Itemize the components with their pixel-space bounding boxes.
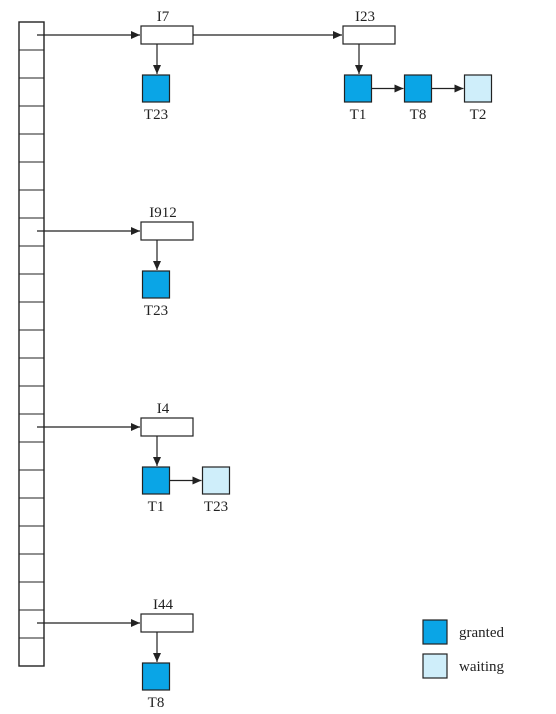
- data-item-label: I912: [149, 205, 177, 221]
- hash-table-column: [18, 21, 45, 667]
- lock-request-waiting: T2: [463, 74, 493, 123]
- lock-request-granted: T23: [141, 74, 171, 123]
- transaction-label: T8: [410, 107, 427, 123]
- data-item-label: I4: [157, 401, 170, 417]
- legend-waiting-swatch: [422, 653, 448, 679]
- transaction-label: T2: [470, 107, 487, 123]
- transaction-label: T23: [144, 303, 168, 319]
- lock-request-granted: T1: [141, 466, 171, 515]
- lock-request-box: [141, 662, 171, 691]
- hash-table: [18, 21, 45, 667]
- lock-request-box: [403, 74, 433, 103]
- data-item-label: I7: [157, 9, 170, 25]
- lock-request-box: [343, 74, 373, 103]
- data-item-header: [140, 417, 194, 437]
- data-item-label: I23: [355, 9, 375, 25]
- transaction-label: T23: [204, 499, 228, 515]
- legend-granted-label: granted: [459, 625, 504, 641]
- legend-waiting-label: waiting: [459, 659, 504, 675]
- transaction-label: T23: [144, 107, 168, 123]
- lock-request-box: [201, 466, 231, 495]
- legend-granted-swatch: [422, 619, 448, 645]
- legend: granted waiting: [422, 619, 504, 679]
- lock-request-granted: T8: [141, 662, 171, 711]
- data-item-header: [140, 25, 194, 45]
- lock-request-box: [463, 74, 493, 103]
- lock-request-box: [141, 270, 171, 299]
- lock-request-granted: T23: [141, 270, 171, 319]
- lock-request-granted: T8: [403, 74, 433, 123]
- lock-request-waiting: T23: [201, 466, 231, 515]
- transaction-label: T1: [148, 499, 165, 515]
- data-item-header: [140, 221, 194, 241]
- lock-request-box: [141, 74, 171, 103]
- lock-request-granted: T1: [343, 74, 373, 123]
- lock-request-box: [141, 466, 171, 495]
- transaction-label: T8: [148, 695, 165, 711]
- data-item-header: [342, 25, 396, 45]
- transaction-label: T1: [350, 107, 367, 123]
- data-item-label: I44: [153, 597, 173, 613]
- data-item-header: [140, 613, 194, 633]
